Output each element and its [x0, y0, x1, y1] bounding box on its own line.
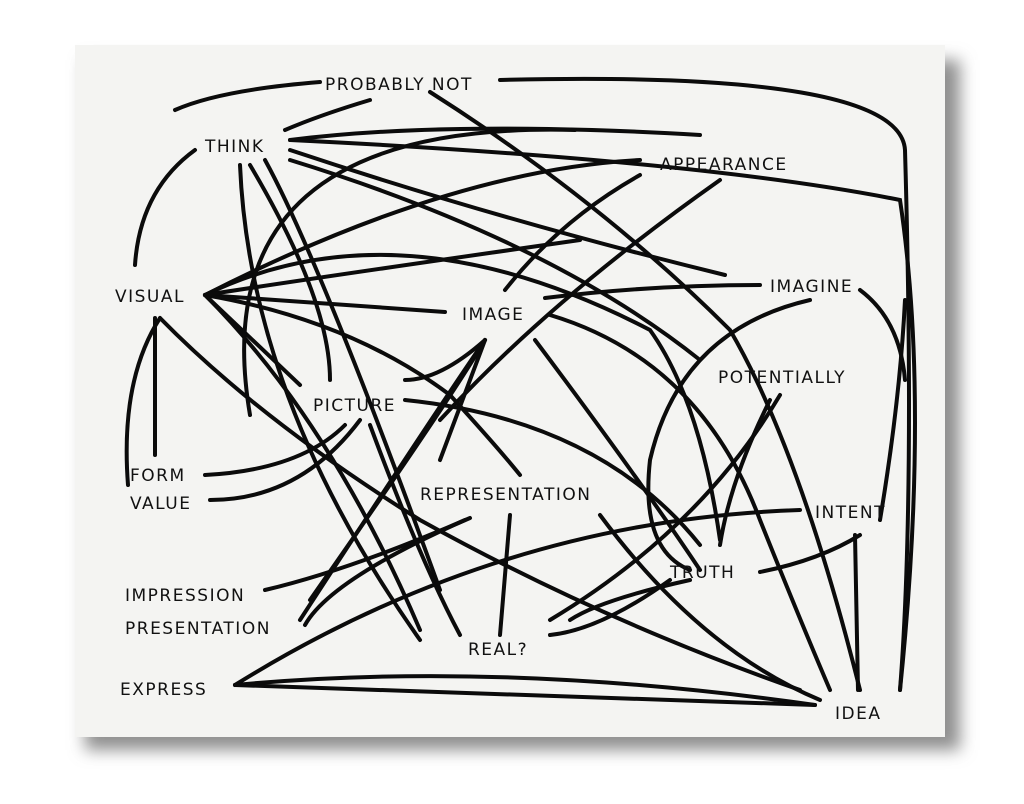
label-real: REAL? [468, 640, 528, 660]
label-potentially: POTENTIALLY [718, 368, 846, 388]
label-value: VALUE [130, 494, 191, 514]
label-idea: IDEA [835, 704, 881, 724]
label-representation: REPRESENTATION [420, 485, 591, 505]
label-think: THINK [204, 137, 265, 157]
label-appearance: APPEARANCE [660, 155, 788, 175]
label-presentation: PRESENTATION [125, 619, 271, 639]
word-labels: PROBABLY NOT THINK APPEARANCE VISUAL IMA… [115, 75, 886, 724]
label-picture: PICTURE [313, 396, 396, 416]
label-impression: IMPRESSION [125, 586, 245, 606]
label-truth: TRUTH [669, 563, 735, 583]
label-visual: VISUAL [115, 287, 185, 307]
label-probably-not: PROBABLY NOT [325, 75, 473, 95]
label-intent: INTENT [815, 503, 886, 523]
label-imagine: IMAGINE [770, 277, 853, 297]
connection-lines [124, 76, 917, 707]
label-image: IMAGE [462, 305, 524, 325]
label-form: FORM [130, 466, 186, 486]
label-express: EXPRESS [120, 680, 207, 700]
